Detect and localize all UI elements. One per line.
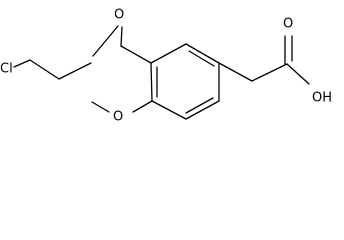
bond-ch2-acid-carbon [251, 63, 288, 82]
ring-bond-bottom-right [185, 100, 220, 120]
ring-bond-bottom-right-inner [185, 97, 214, 114]
ring-bond-left [150, 62, 153, 102]
chemical-structure-diagram: Cl O O O OH [0, 8, 332, 125]
bond-cl-ch2 [13, 59, 31, 68]
hydroxyl-label: OH [312, 91, 332, 106]
bond-methoxy-o-ch3 [91, 101, 110, 113]
bond-carbonyl-double-b [120, 26, 123, 47]
ring-bond-top-right-inner [188, 50, 215, 67]
ring-bond-bottom-left [151, 100, 187, 120]
ether-oxygen-label: O [113, 110, 123, 125]
ketone-oxygen-label: O [114, 8, 124, 23]
bond-acid-carbon-oh [286, 63, 310, 85]
ring-bond-top [150, 43, 187, 64]
chlorine-atom-label: Cl [0, 62, 13, 77]
ring-bond-top-right [185, 43, 220, 64]
bond-carbonyl-double-a [92, 25, 119, 57]
bond-ring-methoxy-o [132, 100, 153, 113]
bond-ch2-ch2 [29, 59, 60, 80]
bond-carbonyl-ring [120, 45, 152, 64]
bond-ring-ch2 [218, 62, 253, 82]
bond-ch2-carbonyl [58, 62, 92, 80]
acid-carbonyl-oxygen-label: O [283, 17, 293, 32]
